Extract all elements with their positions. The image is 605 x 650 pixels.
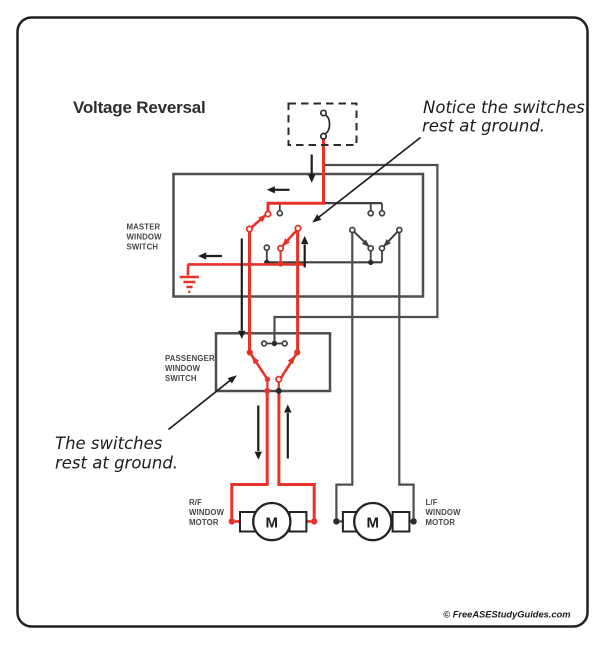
page-frame [16,16,589,628]
master-switch-label: MASTER WINDOW SWITCH [127,223,163,252]
annotation-arrow-top [312,136,422,223]
circuit-breaker-symbol [287,102,358,146]
ground-contact [263,244,271,251]
passenger-common-dot [246,349,253,356]
annotation-line: rest at ground. [422,117,545,136]
label-line: WINDOW [127,233,163,242]
passenger-common-dot [294,349,301,356]
inactive-feed-wiring [266,163,439,520]
contact-circle [367,209,375,217]
junction-dot [277,260,284,267]
annotation-bottom-text: The switches rest at ground. [55,434,178,473]
contact-circle [264,210,272,218]
contact-circle [260,340,268,347]
label-line: WINDOW [426,508,462,517]
rf-window-motor: M [228,501,318,542]
lf-motor-label: L/F WINDOW MOTOR [426,498,462,527]
motor-terminal [311,518,318,525]
junction-dot [264,387,271,394]
ground-contact [378,244,386,252]
current-flow-arrows [198,154,316,460]
passenger-contact-circle [275,375,283,383]
ground-contact [276,244,285,252]
motor-m-symbol: M [367,514,380,531]
label-line: PASSENGER [165,354,215,363]
label-line: WINDOW [165,364,201,373]
junction-dot [275,387,282,394]
annotation-arrow-bottom [167,375,237,431]
contact-circle [281,340,288,347]
label-line: MOTOR [189,518,219,527]
passenger-contact-dot [264,376,271,382]
common-contact [395,226,403,234]
motor-m-symbol: M [266,514,279,531]
motor-terminal [228,518,235,525]
ground-symbol [179,275,199,293]
label-line: SWITCH [127,243,159,252]
label-line: MASTER [127,223,161,232]
label-line: L/F [426,498,438,507]
dashed-box [287,102,358,146]
page-title: Voltage Reversal [73,98,206,117]
motor-terminal [333,518,340,525]
ground-contact [367,244,375,252]
common-contact [348,226,356,234]
label-line: MOTOR [426,518,456,527]
rf-motor-label: R/F WINDOW MOTOR [189,498,225,527]
passenger-switch-center-contact [260,340,288,347]
passenger-switch-label: PASSENGER WINDOW SWITCH [165,354,215,383]
common-contact [294,224,302,232]
annotation-line: Notice the switches [423,98,585,117]
copyright-text: © FreeASEStudyGuides.com [443,610,570,620]
annotation-line: rest at ground. [55,454,178,473]
master-switch-right-pair [348,209,403,266]
lf-window-motor: M [333,501,417,542]
label-line: SWITCH [165,374,197,383]
label-line: R/F [189,498,202,507]
annotation-top-text: Notice the switches rest at ground. [422,98,585,136]
motor-terminal [410,518,417,525]
feed-junction-dot [271,340,278,347]
annotation-line: The switches [55,434,163,453]
contact-circle [378,209,386,217]
common-contact [245,225,253,233]
junction-dot [368,259,374,266]
contact-circle [276,209,284,217]
label-line: WINDOW [189,508,225,517]
passenger-window-switch-box [214,332,332,393]
